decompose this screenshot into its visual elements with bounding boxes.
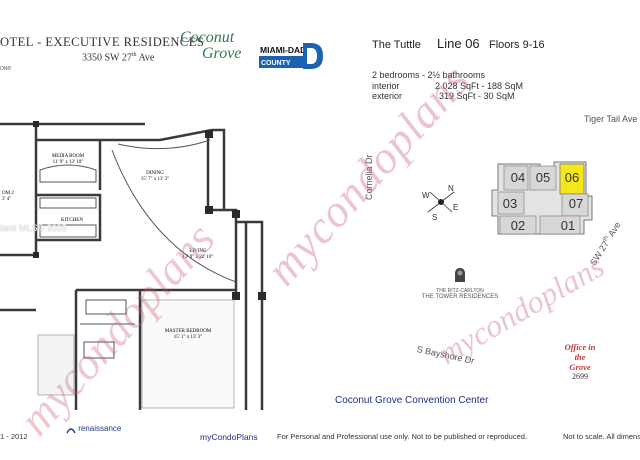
- building-address: 3350 SW 27th Ave: [82, 52, 155, 64]
- master-bedroom-label: MASTER BEDROOM: [165, 329, 212, 334]
- compass-rose: N W E S: [422, 184, 458, 222]
- compass-n: N: [448, 184, 454, 193]
- bedroom2-dim: 3' 4": [2, 197, 11, 202]
- bedrooms-text: 2 bedrooms - 2½ bathrooms: [372, 70, 486, 80]
- street-cornelia: Cornelia Dr: [364, 154, 374, 200]
- media-room-dim: 11' 9" x 13' 10": [53, 160, 84, 165]
- svg-text:MIAMI-DADE: MIAMI-DADE: [260, 45, 312, 55]
- compass-w: W: [422, 191, 430, 200]
- dining-label: DINING: [146, 171, 164, 176]
- unit-floors: Floors 9-16: [489, 39, 545, 51]
- interior-value: 2 028 SqFt - 188 SqM: [435, 80, 524, 91]
- kitchen-label: KITCHEN: [61, 218, 83, 223]
- master-bedroom-dim: 15' 1" x 13' 3": [174, 335, 202, 340]
- renaissance-icon: [66, 428, 76, 434]
- footer-year: 1 - 2012: [0, 432, 28, 441]
- svg-text:COUNTY: COUNTY: [261, 60, 291, 67]
- office-in-the-grove: Office in the Grove 2699: [564, 342, 596, 381]
- unit-07: 07: [569, 196, 583, 211]
- footer-notice: For Personal and Professional use only. …: [277, 432, 528, 441]
- ritz-carlton-logo: THE RITZ-CARLTON THE TOWER RESIDENCES: [420, 266, 500, 300]
- bedroom2-label: OM 2: [2, 191, 14, 196]
- lion-crest-icon: [455, 268, 465, 282]
- exterior-label: exterior: [372, 91, 403, 101]
- footer-brand: myCondoPlans: [200, 432, 258, 442]
- renaissance-logo: renaissance: [66, 424, 121, 434]
- living-dim: 13' 9" x 22' 10": [183, 255, 214, 260]
- interior-label: interior: [372, 80, 400, 91]
- unit-02: 02: [511, 218, 525, 233]
- left-mark: ON®: [0, 66, 12, 72]
- unit-01: 01: [561, 218, 575, 233]
- footer-scale-note: Not to scale. All dimens: [563, 432, 640, 441]
- unit-specs: 2 bedrooms - 2½ bathrooms interior 2 028 …: [372, 70, 523, 102]
- unit-line: Line 06: [437, 36, 480, 51]
- mls-watermark: iami MLS© 2025: [0, 223, 67, 233]
- compass-s: S: [432, 213, 437, 222]
- miami-dade-logo: MIAMI-DADE COUNTY: [259, 43, 323, 69]
- unit-03: 03: [503, 196, 517, 211]
- building-name: The Tuttle: [372, 39, 421, 51]
- street-tiger-tail: Tiger Tail Ave: [584, 114, 638, 124]
- unit-05: 05: [536, 170, 550, 185]
- dining-dim: 15' 7" x 13' 3": [141, 177, 169, 182]
- key-plan: 04 05 06 03 07 02 01: [491, 161, 593, 235]
- convention-center-label: Coconut Grove Convention Center: [335, 395, 489, 406]
- building-title: OTEL - EXECUTIVE RESIDENCES: [0, 35, 205, 49]
- exterior-value: 319 SqFt - 30 SqM: [439, 91, 515, 101]
- floor-plan: MEDIA ROOM 11' 9" x 13' 10" DINING 15' 7…: [0, 121, 266, 410]
- unit-06: 06: [565, 170, 579, 185]
- media-room-label: MEDIA ROOM: [52, 154, 85, 159]
- compass-e: E: [453, 203, 458, 212]
- coconut-grove-logo: Coconut Grove: [180, 29, 242, 62]
- unit-04: 04: [511, 170, 525, 185]
- living-label: LIVING: [189, 249, 207, 254]
